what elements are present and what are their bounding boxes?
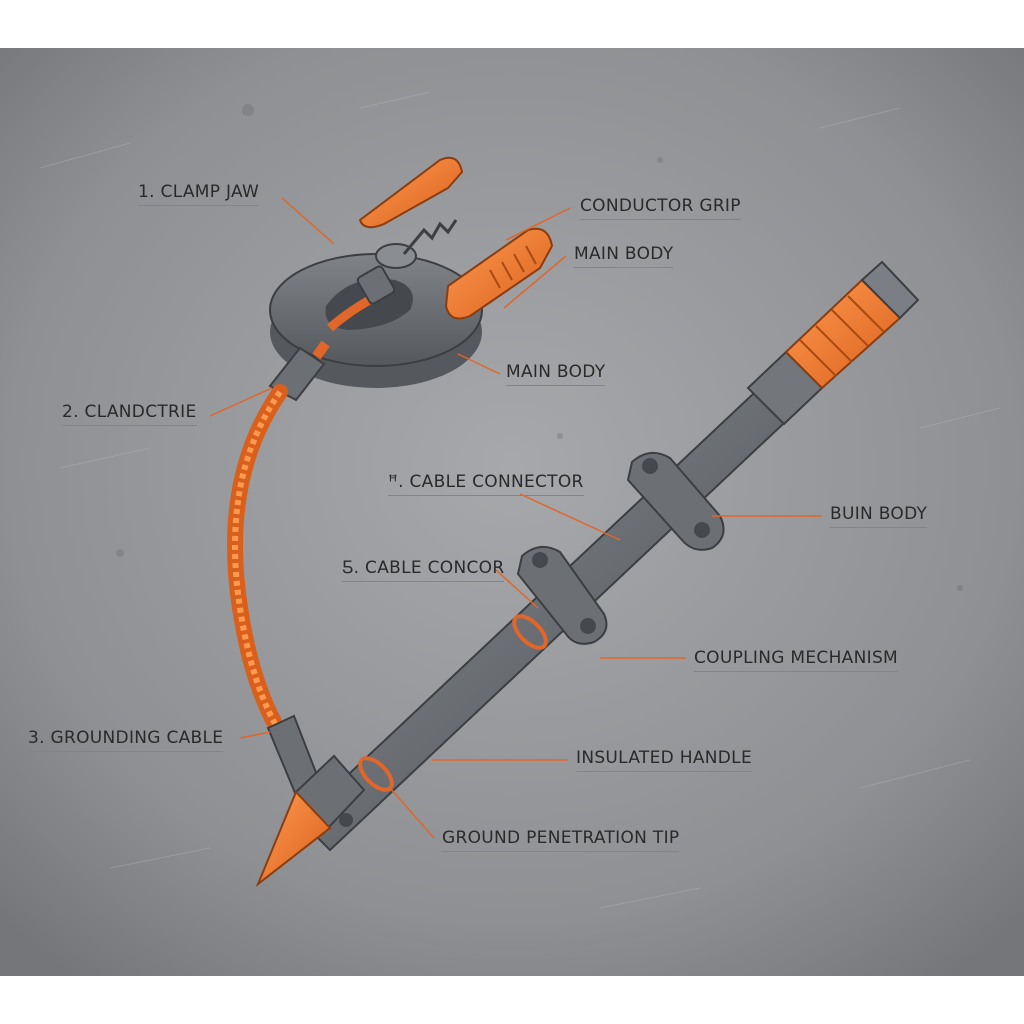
scratch-marks [39, 91, 1001, 909]
coupling-band [512, 614, 548, 650]
label-clamp-jaw: 1. CLAMP JAW [138, 182, 260, 206]
label-insulated-handle: INSULATED HANDLE [576, 748, 752, 772]
label-cable-concor: Ƽ. CABLE CONCOR [342, 558, 505, 582]
rod-assembly [255, 260, 920, 888]
diagram-illustration [0, 48, 1024, 976]
label-ground-penetration-tip: GROUND PENETRATION TIP [442, 828, 680, 852]
handle-ridges [799, 295, 885, 377]
label-coupling-mechanism: COUPLING MECHANISM [694, 648, 899, 672]
ground-penetration-tip [255, 790, 332, 888]
ferrule-band [312, 340, 330, 360]
grip-ridges [489, 245, 537, 289]
leader-lines [209, 197, 822, 839]
label-main-body-top: MAIN BODY [574, 244, 674, 268]
label-buin-body: BUIN BODY [830, 504, 928, 528]
clamp-screw [356, 265, 396, 305]
label-clandctrie: 2. CLANDCTRIE [62, 402, 197, 426]
tip-clamp-hole [339, 813, 353, 827]
label-conductor-grip: CONDUCTOR GRIP [580, 196, 741, 220]
conductor-grip-jaw [444, 227, 554, 320]
label-cable-connector: ꟸ. CABLE CONNECTOR [388, 472, 584, 496]
handle-end-cap [860, 260, 920, 320]
label-main-body-lower: MAIN BODY [506, 362, 606, 386]
diagram-canvas: 1. CLAMP JAW CONDUCTOR GRIP MAIN BODY MA… [0, 48, 1024, 976]
pit-marks [116, 104, 963, 591]
lower-bracket [516, 545, 608, 645]
clamp-assembly [268, 156, 554, 402]
label-grounding-cable: 3. GROUNDING CABLE [28, 728, 224, 752]
grounding-cable-strands [232, 390, 285, 738]
steel-background [0, 48, 1024, 976]
upper-bracket [626, 451, 725, 551]
upper-jaw-grip [358, 156, 464, 229]
clamp-spring [402, 219, 458, 255]
